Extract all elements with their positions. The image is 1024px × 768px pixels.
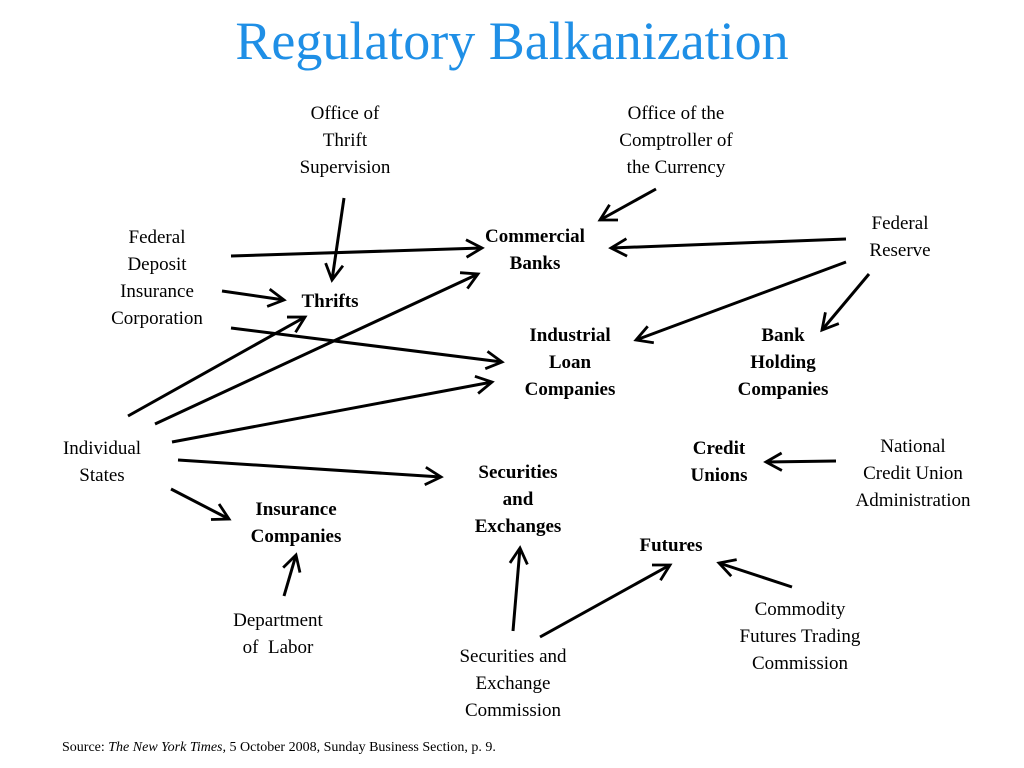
node-label-line: Insurance: [255, 499, 337, 520]
arrow-sec-to-securities: [508, 545, 529, 632]
node-cftc: Commodity Futures Trading Commission: [720, 596, 880, 677]
node-credit-unions: Credit Unions: [669, 435, 769, 489]
node-label-line: Department: [233, 610, 323, 631]
node-label-line: Federal: [128, 227, 186, 248]
node-fdic: Federal Deposit Insurance Corporation: [92, 224, 222, 332]
node-commercial-banks: Commercial Banks: [470, 223, 600, 277]
node-label-line: Futures: [639, 535, 703, 556]
node-insurance-companies: Insurance Companies: [231, 496, 361, 550]
arrow-occ-to-commercial-banks: [597, 187, 657, 222]
node-label-line: Companies: [250, 526, 342, 547]
node-label-line: and: [502, 489, 534, 510]
node-label-line: Loan: [548, 352, 592, 373]
node-label-line: Securities: [478, 462, 558, 483]
node-label-line: Bank: [761, 325, 805, 346]
node-label-line: Office of the: [627, 103, 725, 124]
arrow-states-to-industrial-loan: [171, 374, 495, 444]
arrow-fdic-to-thrifts: [221, 287, 287, 308]
arrow-fed-to-bank-holding: [820, 273, 871, 333]
arrow-fdic-to-industrial-loan: [230, 326, 505, 371]
node-label-line: Exchanges: [474, 516, 562, 537]
node-label-line: the Currency: [626, 157, 726, 178]
node-label-line: Exchange: [475, 673, 551, 694]
node-label-line: Holding: [750, 352, 816, 373]
arrow-states-to-securities: [177, 458, 444, 486]
node-industrial-loan-companies: Industrial Loan Companies: [505, 322, 635, 403]
node-label-line: Office of: [310, 103, 380, 124]
node-label-line: Credit Union: [863, 463, 963, 484]
source-details: 5 October 2008, Sunday Business Section,…: [226, 740, 496, 755]
node-label-line: Federal: [871, 213, 929, 234]
node-label-line: Commission: [464, 700, 562, 721]
arrow-states-to-commercial-banks: [154, 271, 481, 426]
arrow-ots-to-thrifts: [324, 197, 346, 283]
node-bank-holding-companies: Bank Holding Companies: [718, 322, 848, 403]
node-label-line: Companies: [737, 379, 829, 400]
node-label-line: Unions: [690, 465, 748, 486]
node-label-line: Futures Trading: [739, 626, 861, 647]
node-label-line: Thrift: [322, 130, 368, 151]
node-label-line: of Labor: [242, 637, 314, 658]
node-label-line: Credit: [692, 438, 746, 459]
arrow-fed-to-industrial-loan: [633, 260, 847, 345]
arrow-sec-to-futures: [539, 563, 673, 639]
arrow-ncua-to-credit-unions: [763, 451, 837, 472]
node-futures: Futures: [626, 532, 716, 559]
node-label-line: Supervision: [299, 157, 391, 178]
node-sec: Securities and Exchange Commission: [438, 643, 588, 724]
node-department-of-labor: Department of Labor: [218, 607, 338, 661]
node-label-line: Comptroller of: [619, 130, 733, 151]
node-label-line: Corporation: [111, 308, 203, 329]
node-label-line: Industrial: [529, 325, 611, 346]
node-office-of-thrift-supervision: Office of Thrift Supervision: [280, 100, 410, 181]
arrow-dol-to-insurance: [282, 552, 302, 597]
node-label-line: Commission: [751, 653, 849, 674]
arrow-fed-to-commercial-banks: [608, 237, 847, 258]
source-publication: The New York Times,: [108, 740, 226, 755]
node-label-line: States: [79, 465, 125, 486]
node-label-line: Reserve: [869, 240, 931, 261]
arrow-fdic-to-commercial-banks: [230, 238, 485, 259]
node-label-line: Commercial: [485, 226, 585, 247]
node-individual-states: Individual States: [42, 435, 162, 489]
node-thrifts: Thrifts: [285, 288, 375, 315]
node-ncua: National Credit Union Administration: [838, 433, 988, 514]
source-citation: Source: The New York Times, 5 October 20…: [62, 740, 496, 756]
node-label-line: Administration: [855, 490, 971, 511]
node-label-line: National: [880, 436, 946, 457]
arrow-cftc-to-futures: [716, 558, 793, 589]
node-label-line: Securities and: [459, 646, 567, 667]
slide-title: Regulatory Balkanization: [235, 11, 789, 71]
node-label-line: Individual: [62, 438, 142, 459]
arrow-states-to-thrifts: [127, 315, 308, 418]
node-securities-and-exchanges: Securities and Exchanges: [453, 459, 583, 540]
node-label-line: Deposit: [127, 254, 187, 275]
node-label-line: Companies: [524, 379, 616, 400]
node-federal-reserve: Federal Reserve: [840, 210, 960, 264]
arrow-states-to-insurance: [170, 487, 232, 521]
node-label-line: Thrifts: [301, 291, 359, 312]
node-label-line: Banks: [509, 253, 561, 274]
node-label-line: Commodity: [754, 599, 846, 620]
source-prefix: Source:: [62, 740, 109, 755]
node-comptroller-of-the-currency: Office of the Comptroller of the Currenc…: [596, 100, 756, 181]
node-label-line: Insurance: [120, 281, 194, 302]
